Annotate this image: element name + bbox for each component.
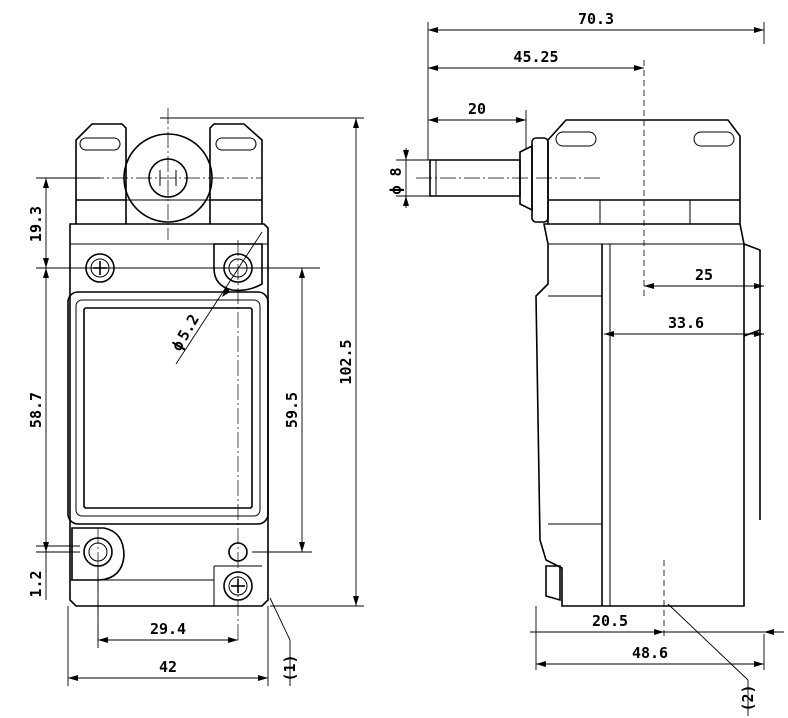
dim-45-25-label: 45.25 xyxy=(513,48,558,66)
dim-19-3-label: 19.3 xyxy=(27,206,45,242)
front-view xyxy=(40,108,269,640)
dim-102-5-label: 102.5 xyxy=(337,339,355,384)
dim-5-2-label: 5.2 xyxy=(174,311,203,343)
phi-8-symbol: ϕ xyxy=(387,185,405,194)
side-labels: 70.3 45.25 20 ϕ 8 25 33.6 20.5 48.6 (2) xyxy=(387,10,757,712)
dim-48-6-label: 48.6 xyxy=(632,644,668,662)
side-shaft xyxy=(429,137,549,223)
front-housing xyxy=(69,223,269,607)
front-dimensions xyxy=(36,117,364,686)
side-dimensions xyxy=(396,22,784,716)
side-housing xyxy=(535,223,745,607)
side-view xyxy=(416,60,761,640)
dim-20-label: 20 xyxy=(468,100,486,118)
dim-42-label: 42 xyxy=(159,658,177,676)
dim-1-2-label: 1.2 xyxy=(27,570,45,597)
dim-8-label: 8 xyxy=(387,167,405,176)
dim-70-3-label: 70.3 xyxy=(578,10,614,28)
dim-29-4-label: 29.4 xyxy=(150,620,186,638)
dim-33-6-label: 33.6 xyxy=(668,314,704,332)
dim-59-5-label: 59.5 xyxy=(283,392,301,428)
note-1-label: (1) xyxy=(281,654,299,681)
dim-58-7-label: 58.7 xyxy=(27,392,45,428)
dim-20-5-label: 20.5 xyxy=(592,612,628,630)
note-2-label: (2) xyxy=(739,684,757,711)
front-cover xyxy=(67,291,269,525)
dim-25-label: 25 xyxy=(695,266,713,284)
front-head xyxy=(75,123,263,224)
